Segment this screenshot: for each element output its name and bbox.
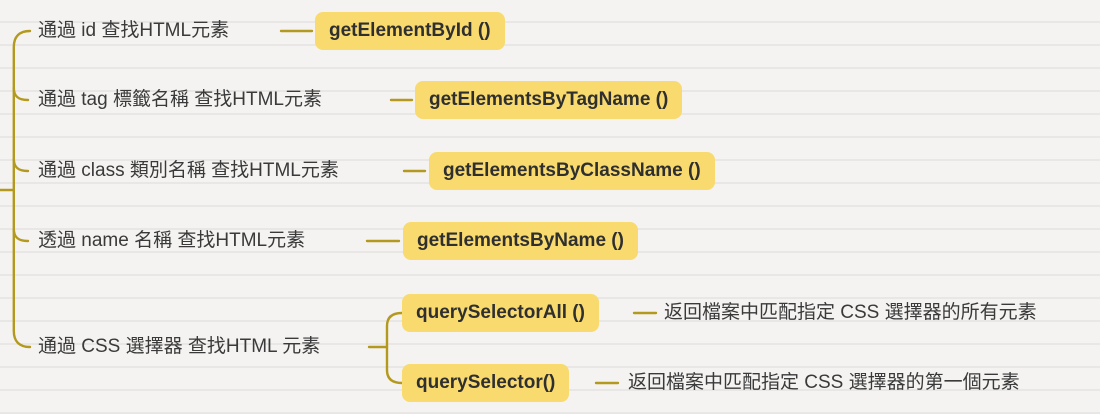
split-bracket [385, 311, 404, 385]
topic-find-by-css-selector[interactable]: 通過 CSS 選擇器 查找HTML 元素 [38, 336, 321, 357]
topic-find-by-class[interactable]: 通過 class 類別名稱 查找HTML元素 [38, 160, 339, 181]
node-getelementsbyclassname[interactable]: getElementsByClassName () [429, 152, 715, 190]
node-getelementsbyname[interactable]: getElementsByName () [403, 222, 638, 260]
node-queryselectorall[interactable]: querySelectorAll () [402, 294, 599, 332]
description-queryselector[interactable]: 返回檔案中匹配指定 CSS 選擇器的第一個元素 [628, 372, 1020, 393]
node-queryselector[interactable]: querySelector() [402, 364, 570, 402]
topic-find-by-id[interactable]: 通過 id 查找HTML元素 [38, 20, 230, 41]
node-getelementsbytagname[interactable]: getElementsByTagName () [415, 81, 683, 119]
topic-find-by-name[interactable]: 透過 name 名稱 查找HTML元素 [38, 230, 306, 251]
branch-connector-2 [12, 86, 30, 102]
description-queryselectorall[interactable]: 返回檔案中匹配指定 CSS 選擇器的所有元素 [664, 302, 1037, 323]
trunk-connector [12, 29, 32, 349]
node-getelementbyid[interactable]: getElementById () [315, 12, 505, 50]
branch-connector-3 [12, 157, 30, 173]
topic-find-by-tag[interactable]: 通過 tag 標籤名稱 查找HTML元素 [38, 89, 322, 110]
branch-connector-4 [12, 227, 30, 243]
